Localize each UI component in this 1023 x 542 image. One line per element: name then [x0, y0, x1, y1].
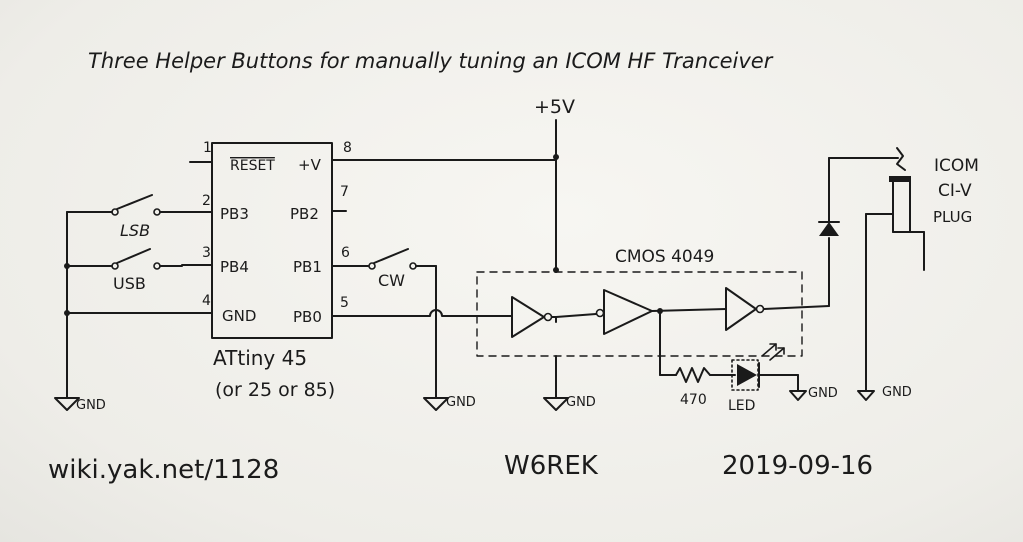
pin-number-4: 4 — [202, 293, 211, 309]
usb-switch-lever — [116, 248, 151, 264]
mcu-variants: (or 25 or 85) — [215, 379, 335, 401]
pin-name-gnd: GND — [222, 307, 256, 325]
buffer-chip-label: CMOS 4049 — [615, 247, 714, 267]
pin-number-7: 7 — [340, 184, 349, 200]
ground-label-4: GND — [808, 386, 838, 401]
ground-symbol-4 — [789, 390, 807, 401]
inverter-link-2 — [651, 308, 727, 312]
pin-number-8: 8 — [343, 140, 352, 156]
resistor-value: 470 — [680, 392, 707, 408]
schematic-title: Three Helper Buttons for manually tuning… — [88, 49, 774, 73]
pin-number-2: 2 — [202, 193, 211, 209]
led-light-arrow — [761, 343, 777, 357]
junction-dot — [553, 154, 559, 160]
ground-symbol-3 — [543, 397, 569, 411]
pin-name-reset: RESET — [230, 158, 275, 174]
ground-symbol-2 — [423, 397, 449, 411]
lsb-label: LSB — [120, 221, 150, 240]
pin-name-pb2: PB2 — [290, 205, 319, 223]
inverter-3-out — [763, 305, 830, 310]
cw-switch-lever — [373, 248, 409, 264]
pin-number-5: 5 — [340, 295, 349, 311]
ground-symbol-1 — [54, 397, 80, 411]
ground-label-3: GND — [566, 395, 596, 410]
lsb-contact-left — [111, 208, 119, 216]
supply-label: +5V — [534, 96, 575, 118]
pb0-signal-wire — [349, 309, 513, 317]
pin-name-v: +V — [298, 156, 322, 174]
pin-name-pb0: PB0 — [293, 308, 322, 326]
pin-name-pb1: PB1 — [293, 258, 322, 276]
inverter-3-bubble — [755, 304, 765, 314]
plug-label-line1: ICOM — [934, 156, 979, 176]
plug-label-line3: PLUG — [933, 208, 972, 226]
pin-name-pb4: PB4 — [220, 258, 249, 276]
junction-dot — [64, 263, 70, 269]
usb-contact-left — [111, 262, 119, 270]
cw-contact-left — [368, 262, 376, 270]
footer-url: wiki.yak.net/1128 — [48, 455, 279, 485]
inverter-1-bubble — [543, 312, 553, 322]
led-light-arrowhead — [769, 343, 777, 351]
footer-callsign: W6REK — [504, 451, 599, 481]
pin-number-3: 3 — [202, 245, 211, 261]
inverter-2-bubble — [595, 308, 605, 318]
led-outline — [731, 359, 759, 391]
usb-label: USB — [113, 274, 146, 293]
footer-date: 2019-09-16 — [722, 451, 873, 481]
pin-number-6: 6 — [341, 245, 350, 261]
led-light-arrow — [769, 347, 785, 361]
led-symbol — [737, 364, 757, 386]
junction-dot — [64, 310, 70, 316]
pin-number-1: 1 — [203, 140, 212, 156]
led-label: LED — [728, 398, 755, 414]
ground-symbol-5 — [857, 390, 875, 401]
attiny-chip-body — [211, 142, 333, 339]
inverter-link-1 — [555, 313, 597, 318]
led-light-arrowhead — [777, 347, 785, 355]
ground-label-2: GND — [446, 395, 476, 410]
plug-insulator — [889, 176, 911, 182]
output-diode — [819, 222, 839, 236]
resistor-470 — [675, 367, 711, 383]
inverter-1 — [511, 296, 545, 338]
plug-label-line2: CI-V — [938, 181, 972, 201]
ground-label-5: GND — [882, 385, 912, 400]
pin-name-pb3: PB3 — [220, 205, 249, 223]
inverter-3 — [725, 287, 757, 331]
inverter-2 — [603, 289, 653, 335]
ground-label-1: GND — [76, 398, 106, 413]
plug-tip — [896, 147, 906, 171]
mcu-name: ATtiny 45 — [213, 346, 307, 370]
cw-label: CW — [378, 271, 405, 290]
cmos-4049-package — [476, 271, 803, 357]
lsb-switch-lever — [116, 194, 153, 210]
